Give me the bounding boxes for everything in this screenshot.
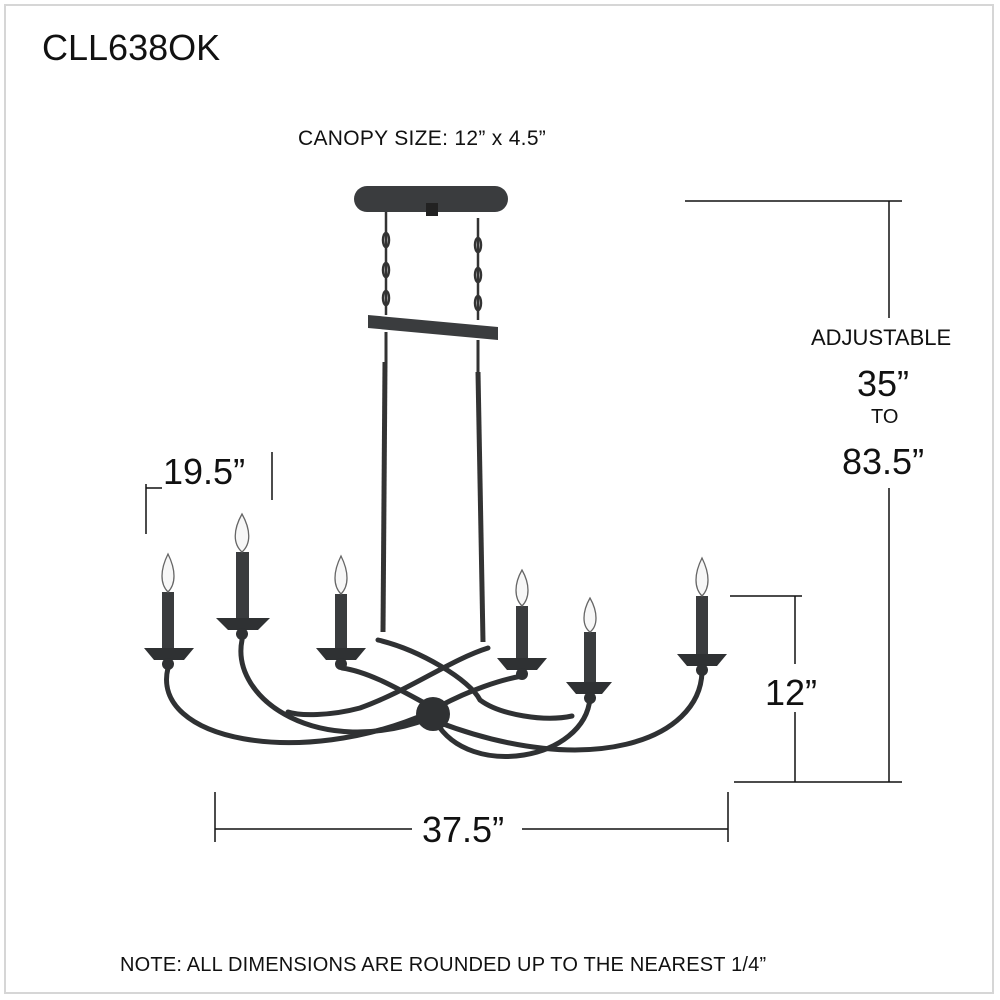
candle-sleeves — [162, 552, 708, 682]
dimension-lines — [145, 200, 902, 842]
candelabra-bulbs — [161, 512, 709, 633]
max-height-value: 83.5” — [842, 441, 925, 482]
model-number: CLL638OK — [42, 27, 221, 68]
candle-cups — [144, 618, 727, 704]
body-height-dimension: 12” — [765, 672, 818, 713]
height-range-connector: TO — [871, 406, 899, 428]
canopy-size-label: CANOPY SIZE: 12” x 4.5” — [298, 127, 547, 150]
width-dimension: 37.5” — [418, 812, 509, 848]
downrods — [380, 332, 486, 643]
center-ball — [416, 697, 450, 731]
fixture-arms — [164, 637, 705, 759]
adjustable-label: ADJUSTABLE — [811, 325, 952, 350]
suspension-chains — [381, 212, 483, 320]
min-height-value: 35” — [857, 363, 910, 404]
spreader-bar — [368, 315, 498, 340]
image-frame — [4, 4, 994, 994]
depth-dimension: 19.5” — [163, 451, 246, 492]
rounding-note: NOTE: ALL DIMENSIONS ARE ROUNDED UP TO T… — [120, 954, 767, 976]
canopy — [354, 186, 508, 216]
